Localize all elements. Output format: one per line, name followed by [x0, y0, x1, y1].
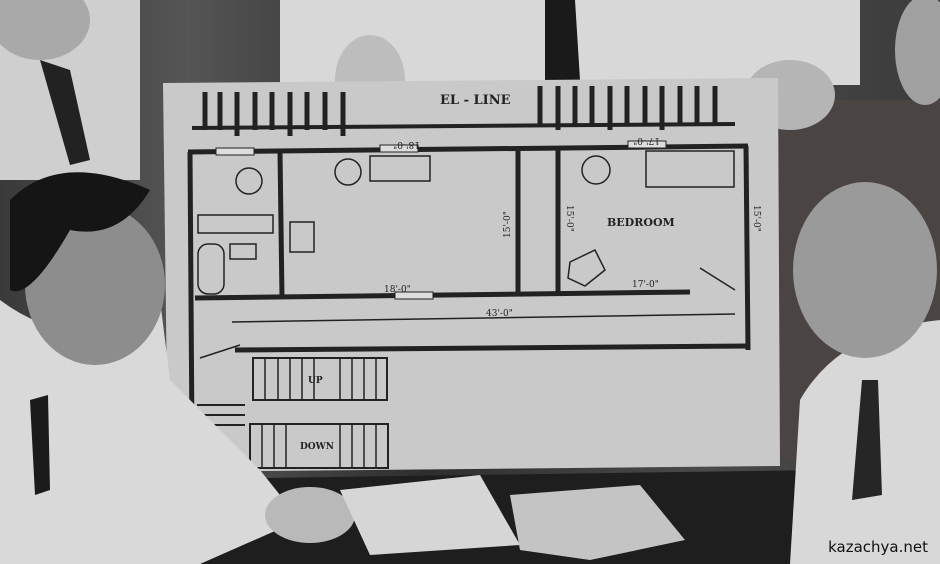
dim-right-wall: 15'-0"	[751, 205, 761, 232]
el-line-ties	[202, 86, 718, 136]
man-top-left-face	[0, 0, 90, 60]
dim-hallway: 43'-0"	[486, 309, 513, 319]
man-right-tie	[852, 380, 882, 500]
stairs-down-label: DOWN	[300, 442, 334, 452]
dim-bedroom-bottom: 17'-0"	[632, 280, 659, 290]
paper-sheet	[340, 475, 520, 555]
dim-living-bottom: 18'-0"	[384, 285, 411, 295]
standing-man-tie	[545, 0, 580, 80]
man-left-tie	[30, 395, 50, 495]
crumpled-papers	[510, 485, 685, 560]
bedroom-label: BEDROOM	[607, 216, 675, 229]
dim-window-right: 17'-0"	[633, 135, 660, 145]
stair-treads	[261, 358, 377, 468]
dim-hall-left: 15'-0"	[503, 211, 513, 238]
floor-plan-board	[163, 78, 780, 472]
el-line-label: EL - LINE	[440, 93, 511, 108]
floor-plan	[187, 86, 751, 469]
stairs-up-label: UP	[308, 376, 323, 386]
man-right-head	[793, 182, 937, 358]
man-left-hair	[10, 172, 150, 292]
watermark: kazachya.net	[828, 538, 928, 556]
dim-window-left: 18'-0"	[393, 139, 420, 149]
dim-hall-right: 15'-0"	[564, 205, 574, 232]
man-top-left-tie	[40, 60, 90, 165]
man-top-right-face	[895, 0, 940, 105]
man-left-shirt	[0, 300, 300, 564]
man-left-hands	[265, 487, 355, 543]
